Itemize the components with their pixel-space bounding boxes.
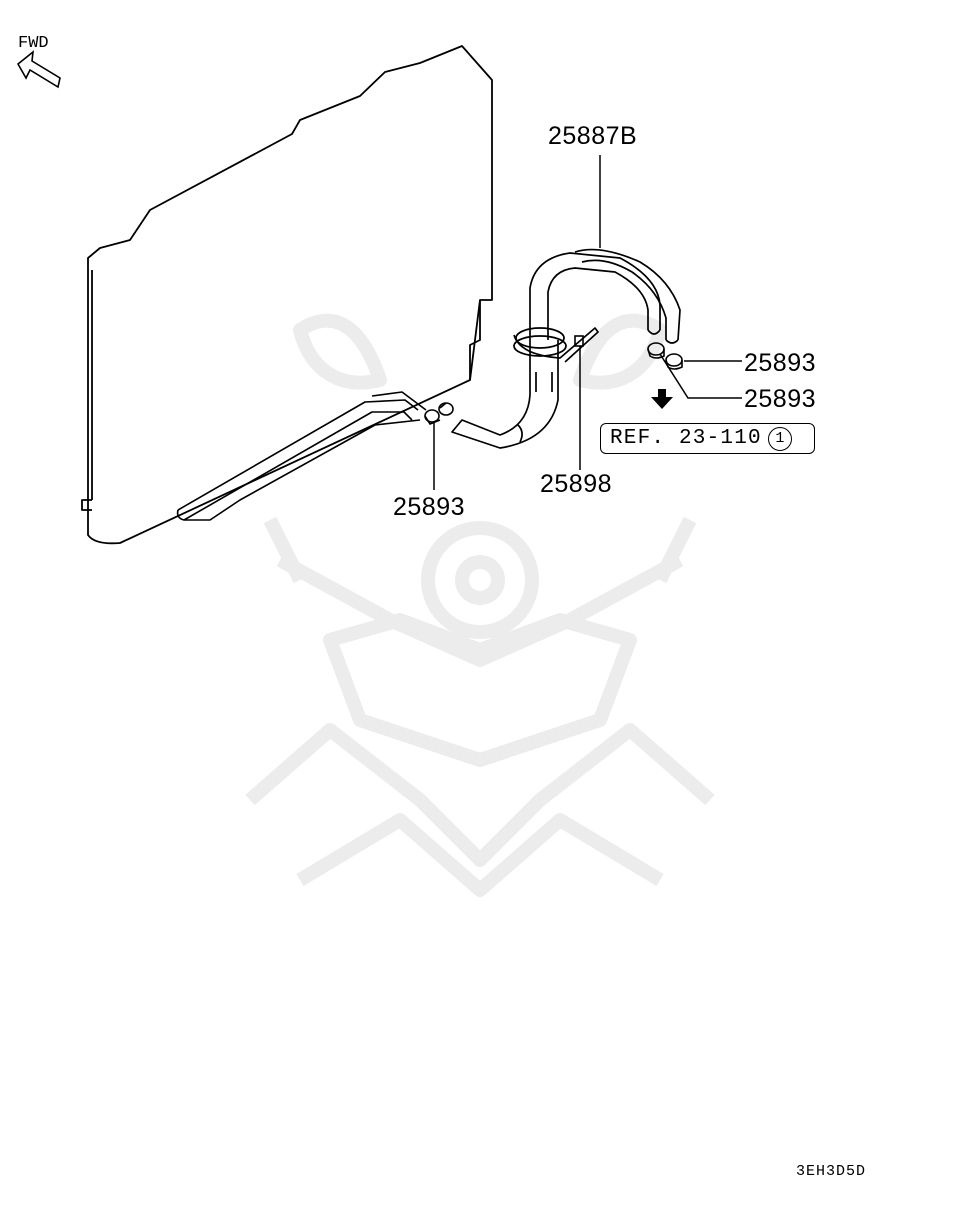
diagram-code: 3EH3D5D: [796, 1163, 867, 1180]
samurai-helmet-watermark: [245, 313, 715, 897]
forward-arrow-icon: [16, 50, 61, 89]
radiator-outline: [81, 45, 493, 545]
lower-pipe: [176, 391, 427, 521]
reference-text: REF. 23-110: [610, 427, 762, 450]
part-label-band[interactable]: 25898: [540, 470, 613, 498]
reference-circled-number: 1: [767, 426, 792, 451]
clamp-right-upper: [647, 342, 665, 359]
leader-lines: [433, 155, 742, 490]
part-label-clamp-right-upper[interactable]: 25893: [744, 349, 817, 377]
clamp-left: [424, 402, 454, 425]
part-label-clamp-right-lower[interactable]: 25893: [744, 385, 817, 413]
hose-assembly: [451, 248, 681, 449]
part-label-clamp-left[interactable]: 25893: [393, 493, 466, 521]
band-clip: [574, 335, 584, 347]
part-label-hose-assembly[interactable]: 25887B: [548, 122, 638, 150]
fwd-label: FWD: [18, 34, 49, 53]
reference-link[interactable]: REF. 23-110 1: [600, 423, 815, 454]
down-arrow-icon: [651, 389, 673, 409]
